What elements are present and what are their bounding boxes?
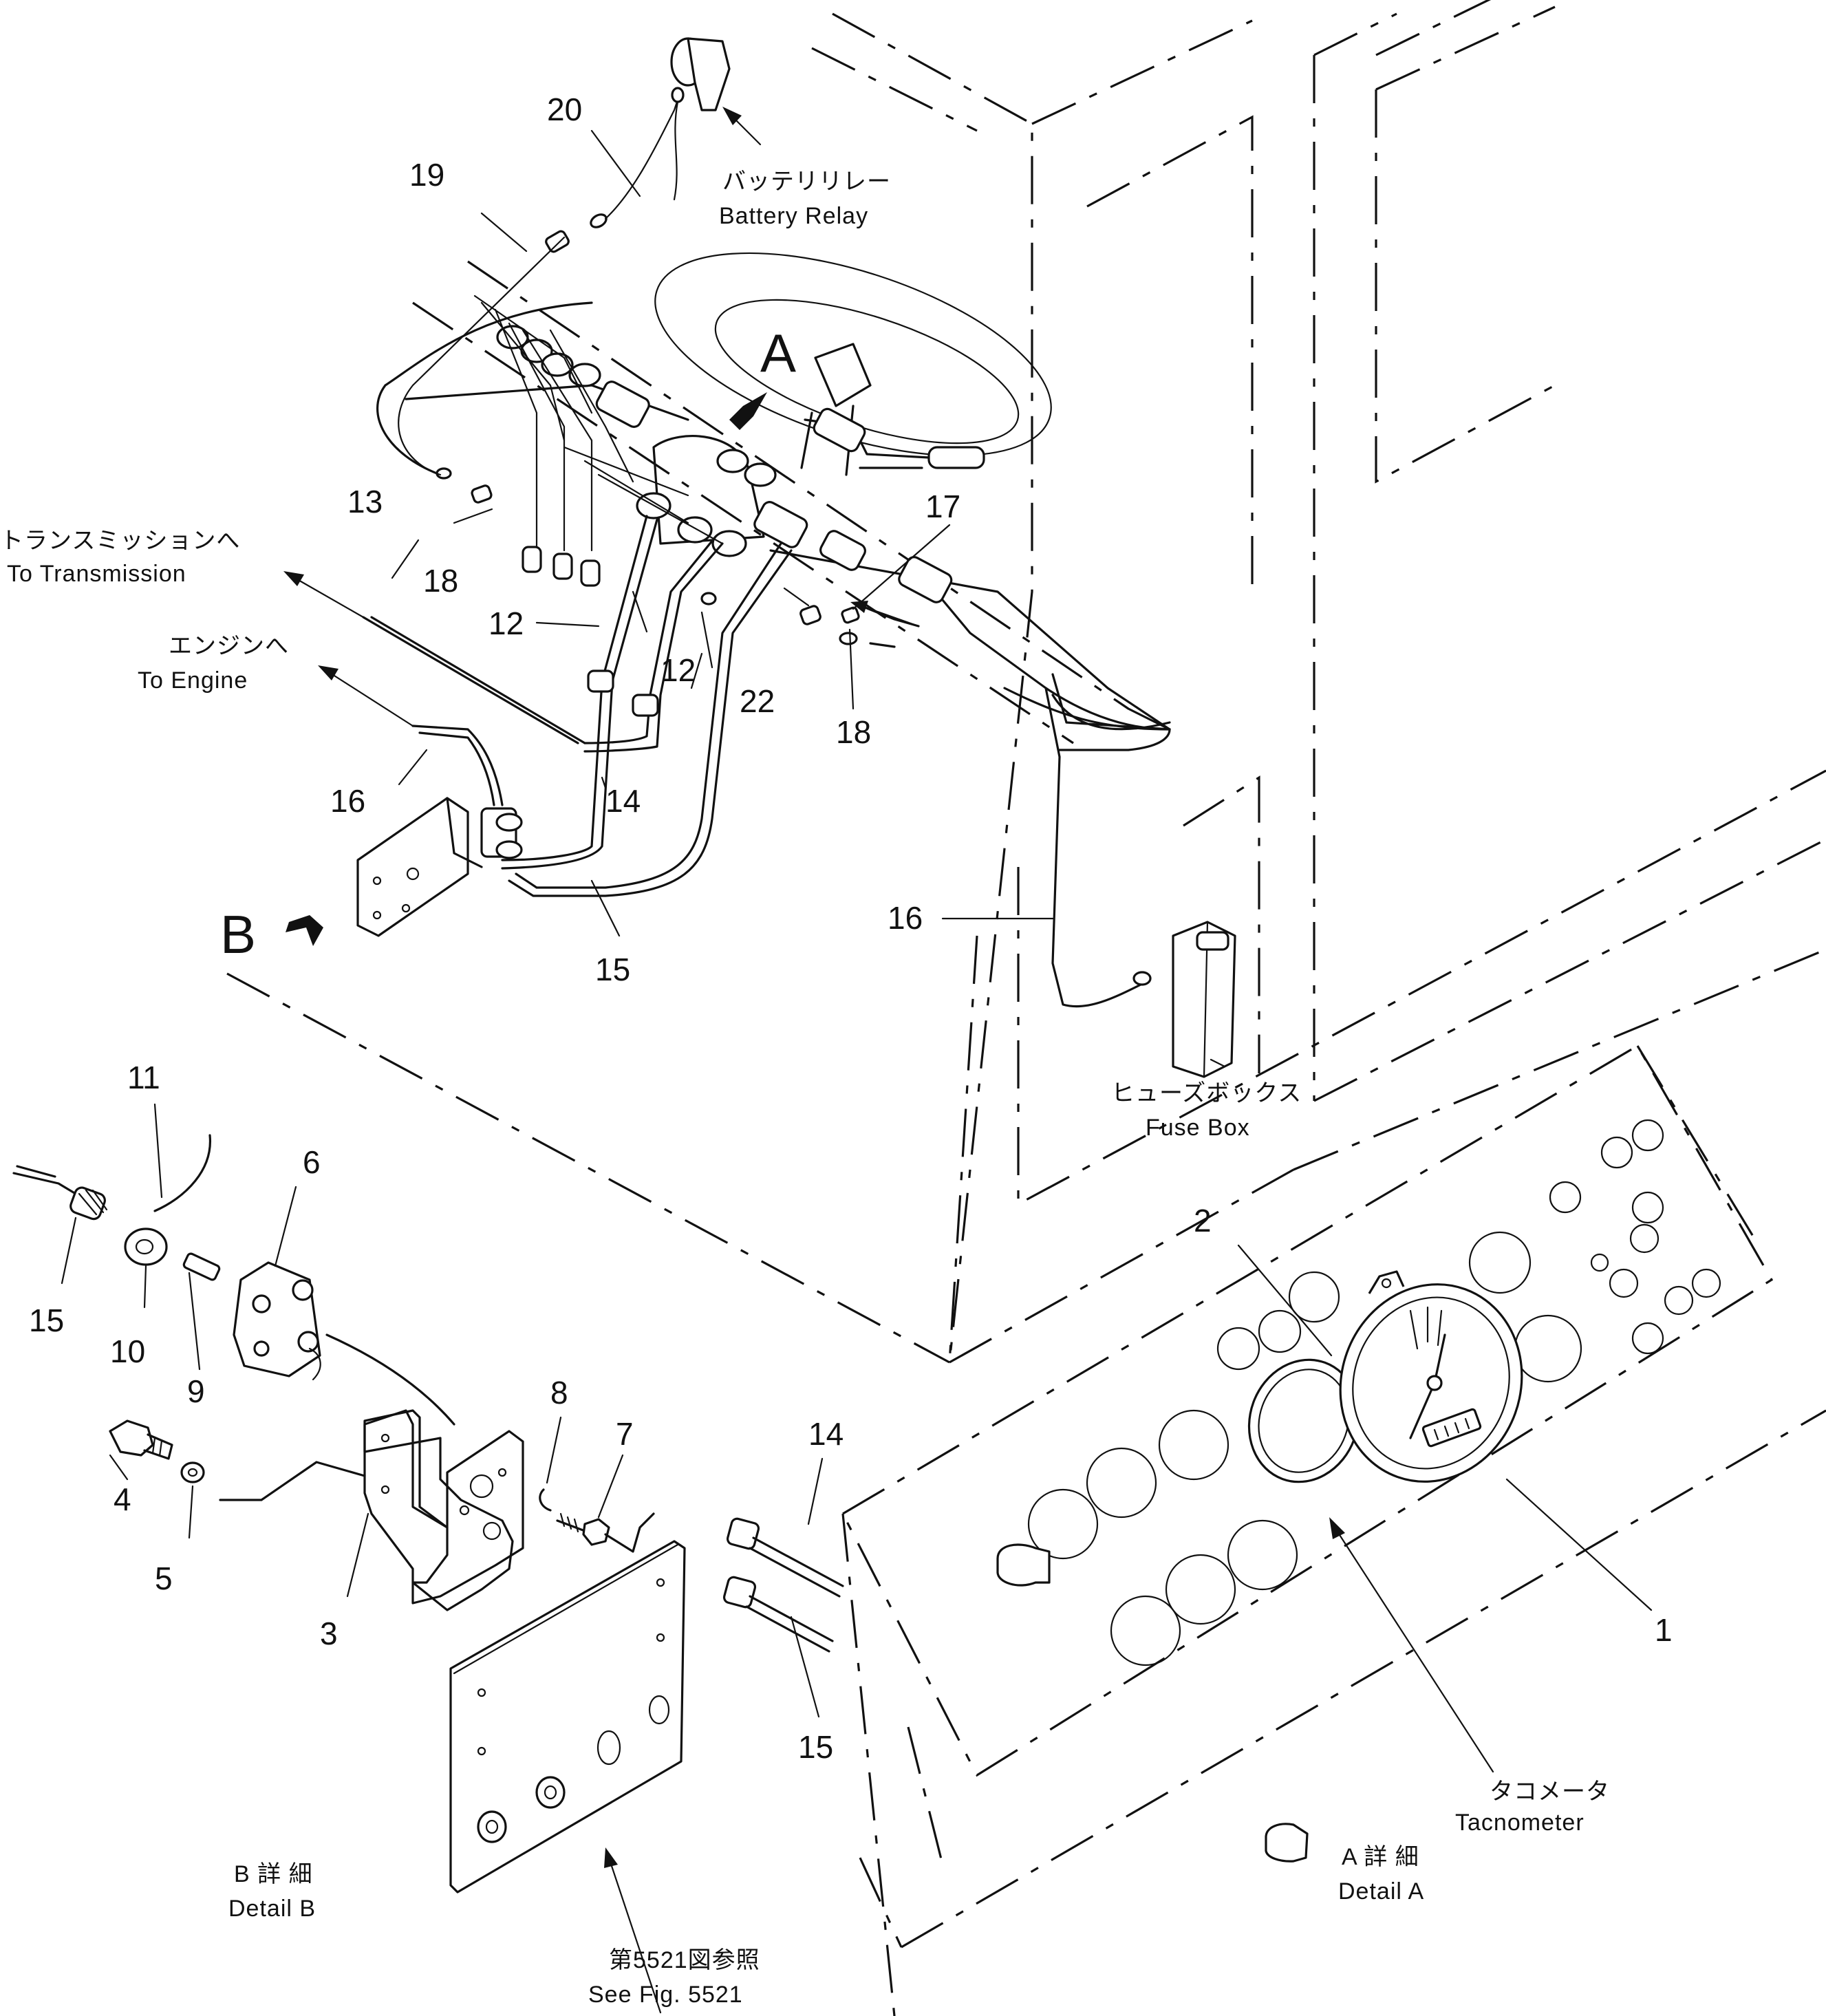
part-number-4: 4 [114,1481,131,1517]
fuse-box-label-en: Fuse Box [1146,1115,1250,1141]
part-number-2: 2 [1194,1203,1212,1238]
connectors [398,88,1152,986]
part-number-16b: 15 [29,1302,64,1338]
part-number-15b: 15 [798,1729,833,1765]
part-number-6: 6 [303,1144,321,1180]
detail-b-parts [12,1134,844,1894]
battery-relay-label-en: Battery Relay [719,203,868,229]
part-number-21: 20 [547,92,582,127]
part-number-7: 7 [616,1416,634,1452]
part-number-13: 13 [347,484,383,519]
tachometer-label-jp: タコメータ [1490,1779,1610,1805]
fuse-box-label-jp: ヒューズボックス [1111,1080,1302,1106]
callout-labels: バッテリリレー Battery Relay トランスミッションへ To Tran… [0,169,1610,2008]
dashboard-assembly [376,252,1171,731]
part-number-12b: 12 [660,652,696,688]
part-number-22: 22 [740,683,775,719]
to-engine-label-jp: エンジンへ [169,633,289,659]
detail-b-label-jp: B 詳 細 [234,1861,313,1887]
see-fig-label-jp: 第5521図参照 [609,1947,760,1973]
dash-wire-bundle [473,294,724,587]
detail-a-label-jp: A 詳 細 [1342,1844,1419,1870]
see-fig-label-en: See Fig. 5521 [588,1982,743,2008]
part-number-19: 18 [423,563,458,599]
part-number-20: 19 [409,157,444,193]
to-transmission-label-jp: トランスミッションへ [0,528,240,554]
part-number-labels: 20 19 13 18 12 12 22 17 18 16 14 15 16 1… [29,92,1673,1765]
battery-relay-label-jp: バッテリリレー [722,169,891,195]
tachometer-label-en: Tacnometer [1455,1810,1585,1836]
detail-b-label-en: Detail B [228,1896,316,1922]
cab-outline [226,0,1826,1364]
dash-switches [496,325,953,603]
tachometer-gauge [1339,1270,1523,1483]
part-number-9: 9 [187,1373,205,1409]
part-number-14b: 14 [808,1416,844,1452]
part-number-14a: 14 [605,783,641,819]
part-number-10: 10 [110,1333,145,1369]
part-number-18a: 17 [925,489,960,524]
to-engine-label-en: To Engine [138,667,248,694]
part-number-15a: 15 [595,952,630,987]
bracket-b-upper [356,797,523,937]
part-number-12a: 12 [488,605,524,641]
part-number-18b: 18 [836,714,871,750]
part-number-1: 1 [1655,1612,1673,1648]
detail-a-panel [841,1044,1826,2016]
part-number-16a: 16 [330,783,365,819]
battery-relay [670,37,731,201]
view-marker-a: A [760,323,796,383]
leader-lines [61,129,1653,1718]
part-number-5: 5 [155,1561,173,1596]
cables [362,515,1171,1008]
to-transmission-label-en: To Transmission [7,561,186,587]
arrows [283,107,1494,2014]
detail-a-label-en: Detail A [1338,1878,1424,1905]
part-number-8: 8 [550,1375,568,1411]
part-number-11: 11 [127,1060,160,1095]
fuse-box [1172,921,1236,1078]
part-number-17: 16 [888,900,923,936]
part-number-3: 3 [320,1616,338,1651]
view-marker-b: B [220,904,256,965]
